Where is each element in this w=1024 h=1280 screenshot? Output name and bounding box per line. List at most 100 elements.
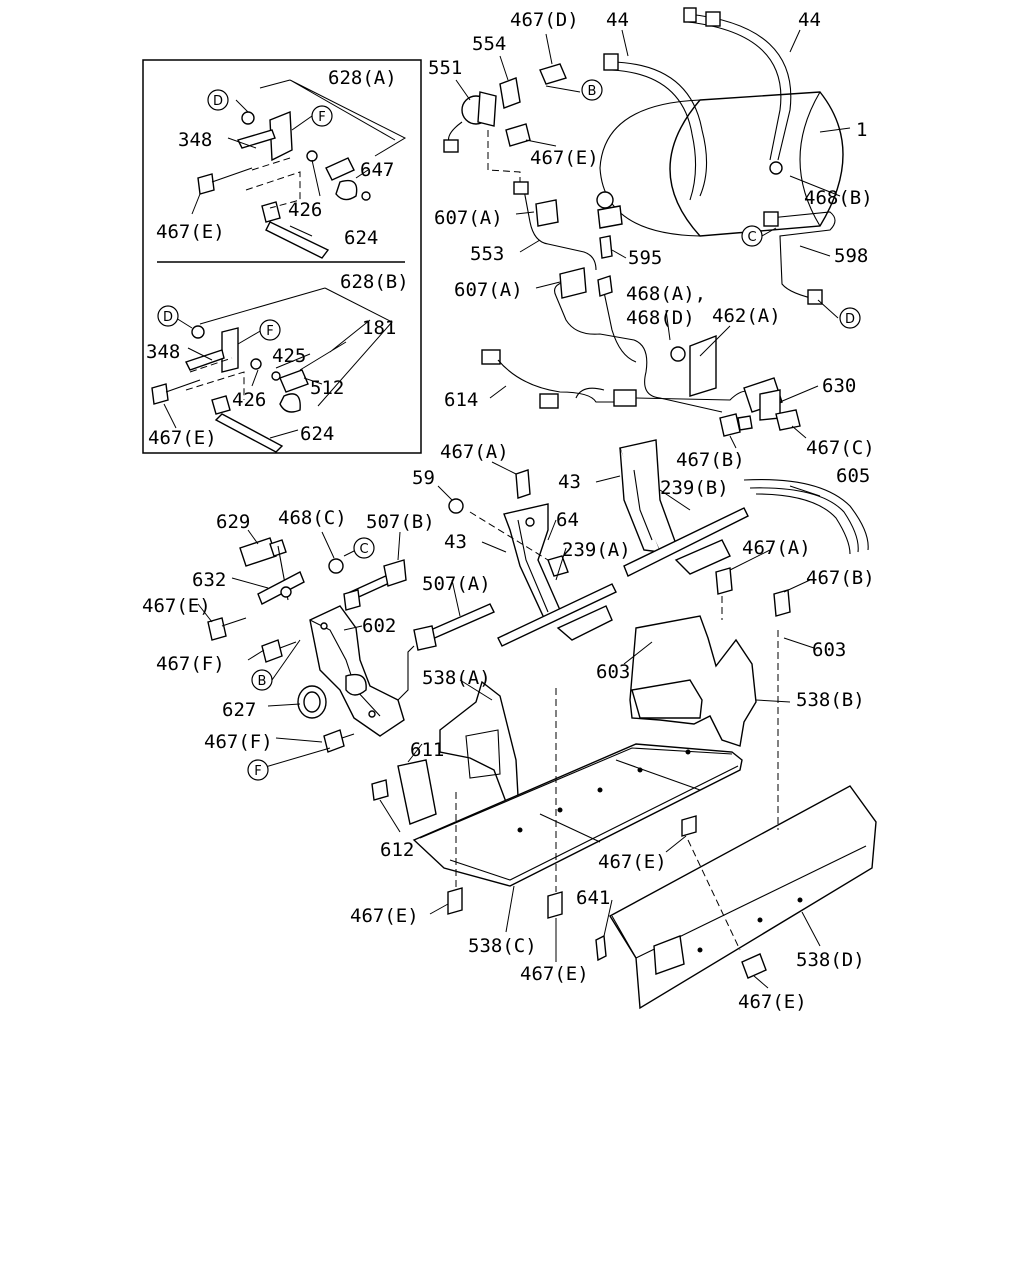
valve-551-assembly xyxy=(443,63,567,182)
reference-circle-icon: D xyxy=(839,307,861,329)
label-467A-mid: 467(A) xyxy=(440,441,509,463)
svg-text:D: D xyxy=(213,94,223,109)
inset-label-624-2: 624 xyxy=(300,423,334,445)
inset-upper-assembly xyxy=(197,110,371,259)
label-468C: 468(C) xyxy=(278,507,347,529)
label-467E-top: 467(E) xyxy=(530,147,599,169)
label-507A: 507(A) xyxy=(422,573,491,595)
label-467E-bot: 467(E) xyxy=(520,963,589,985)
nut-468C xyxy=(328,558,344,574)
panel-538B xyxy=(629,615,757,747)
inset-label-426-2: 426 xyxy=(232,389,266,411)
label-602: 602 xyxy=(362,615,396,637)
label-627: 627 xyxy=(222,699,256,721)
label-44-a: 44 xyxy=(606,9,629,31)
label-467E-mid: 467(E) xyxy=(598,851,667,873)
rail-239B xyxy=(623,507,749,577)
label-467E-bl: 467(E) xyxy=(350,905,419,927)
strap-605 xyxy=(743,479,869,555)
label-611: 611 xyxy=(410,739,444,761)
bottom-bolts xyxy=(371,630,779,979)
label-468D: 468(D) xyxy=(626,307,695,329)
label-43-a: 43 xyxy=(558,471,581,493)
label-595: 595 xyxy=(628,247,662,269)
label-641: 641 xyxy=(576,887,610,909)
svg-text:C: C xyxy=(747,230,756,245)
reference-circle-icon: F xyxy=(259,319,281,341)
middle-small-parts xyxy=(448,469,791,620)
label-598: 598 xyxy=(834,245,868,267)
label-632: 632 xyxy=(192,569,226,591)
label-538A: 538(A) xyxy=(422,667,491,689)
reference-circle-icon: F xyxy=(311,105,333,127)
inset-lower-assembly xyxy=(151,325,309,453)
reference-circle-icon: F xyxy=(247,759,269,781)
inset-label-181: 181 xyxy=(362,317,396,339)
label-467B-mid: 467(B) xyxy=(676,449,745,471)
svg-text:C: C xyxy=(359,542,368,557)
reference-circle-icon: B xyxy=(251,669,273,691)
svg-text:B: B xyxy=(258,674,267,689)
label-59: 59 xyxy=(412,467,435,489)
bracket-602 xyxy=(309,605,405,737)
label-612: 612 xyxy=(380,839,414,861)
reference-circle-icon: C xyxy=(353,537,375,559)
label-467D-top: 467(D) xyxy=(510,9,579,31)
hoses-44 xyxy=(603,7,792,201)
bracket-43-upper xyxy=(619,439,677,553)
inset-label-512: 512 xyxy=(310,377,344,399)
label-64: 64 xyxy=(556,509,579,531)
rod-507B xyxy=(343,559,407,611)
inset-label-348-2: 348 xyxy=(146,341,180,363)
inset-label-628B: 628(B) xyxy=(340,271,409,293)
label-603-a: 603 xyxy=(596,661,630,683)
svg-text:F: F xyxy=(318,110,325,125)
inset-label-628A: 628(A) xyxy=(328,67,397,89)
inset-label-647: 647 xyxy=(360,159,394,181)
svg-text:F: F xyxy=(266,324,273,339)
air-tank xyxy=(596,91,844,237)
label-538B: 538(B) xyxy=(796,689,865,711)
inset-label-348-1: 348 xyxy=(178,129,212,151)
svg-text:F: F xyxy=(254,764,261,779)
valve-629 xyxy=(239,537,289,601)
valve-630 xyxy=(737,377,801,431)
rail-239A xyxy=(497,583,617,647)
pipe-598 xyxy=(763,211,836,305)
label-1: 1 xyxy=(856,119,867,141)
bolts-467F xyxy=(261,639,355,753)
svg-text:B: B xyxy=(588,84,597,99)
label-239A: 239(A) xyxy=(562,539,631,561)
label-603-b: 603 xyxy=(812,639,846,661)
label-614: 614 xyxy=(444,389,478,411)
plate-611 xyxy=(397,759,437,825)
label-630: 630 xyxy=(822,375,856,397)
inset-lower-leaders xyxy=(163,287,393,439)
label-507B: 507(B) xyxy=(366,511,435,533)
label-44-b: 44 xyxy=(798,9,821,31)
label-607A-1: 607(A) xyxy=(434,207,503,229)
label-467B-right: 467(B) xyxy=(806,567,875,589)
svg-text:D: D xyxy=(163,310,173,325)
inset-label-467E-1: 467(E) xyxy=(156,221,225,243)
label-468B: 468(B) xyxy=(804,187,873,209)
top-leaders xyxy=(455,29,851,449)
reference-circle-icon: B xyxy=(581,79,603,101)
label-467E-br: 467(E) xyxy=(738,991,807,1013)
label-467E-left: 467(E) xyxy=(142,595,211,617)
reference-circle-icon: D xyxy=(207,89,229,111)
label-467A-right: 467(A) xyxy=(742,537,811,559)
label-605: 605 xyxy=(836,465,870,487)
bracket-462A xyxy=(670,334,741,437)
part-labels: 467(D) 44 44 554 551 1 467(E) 468(B) 607… xyxy=(142,9,875,1013)
label-43-b: 43 xyxy=(444,531,467,553)
label-467C: 467(C) xyxy=(806,437,875,459)
label-538C: 538(C) xyxy=(468,935,537,957)
label-538D: 538(D) xyxy=(796,949,865,971)
reference-circle-icon: C xyxy=(741,225,763,247)
bracket-632 xyxy=(207,571,305,641)
inset-label-425: 425 xyxy=(272,345,306,367)
label-551: 551 xyxy=(428,57,462,79)
reference-circle-icon: D xyxy=(157,305,179,327)
